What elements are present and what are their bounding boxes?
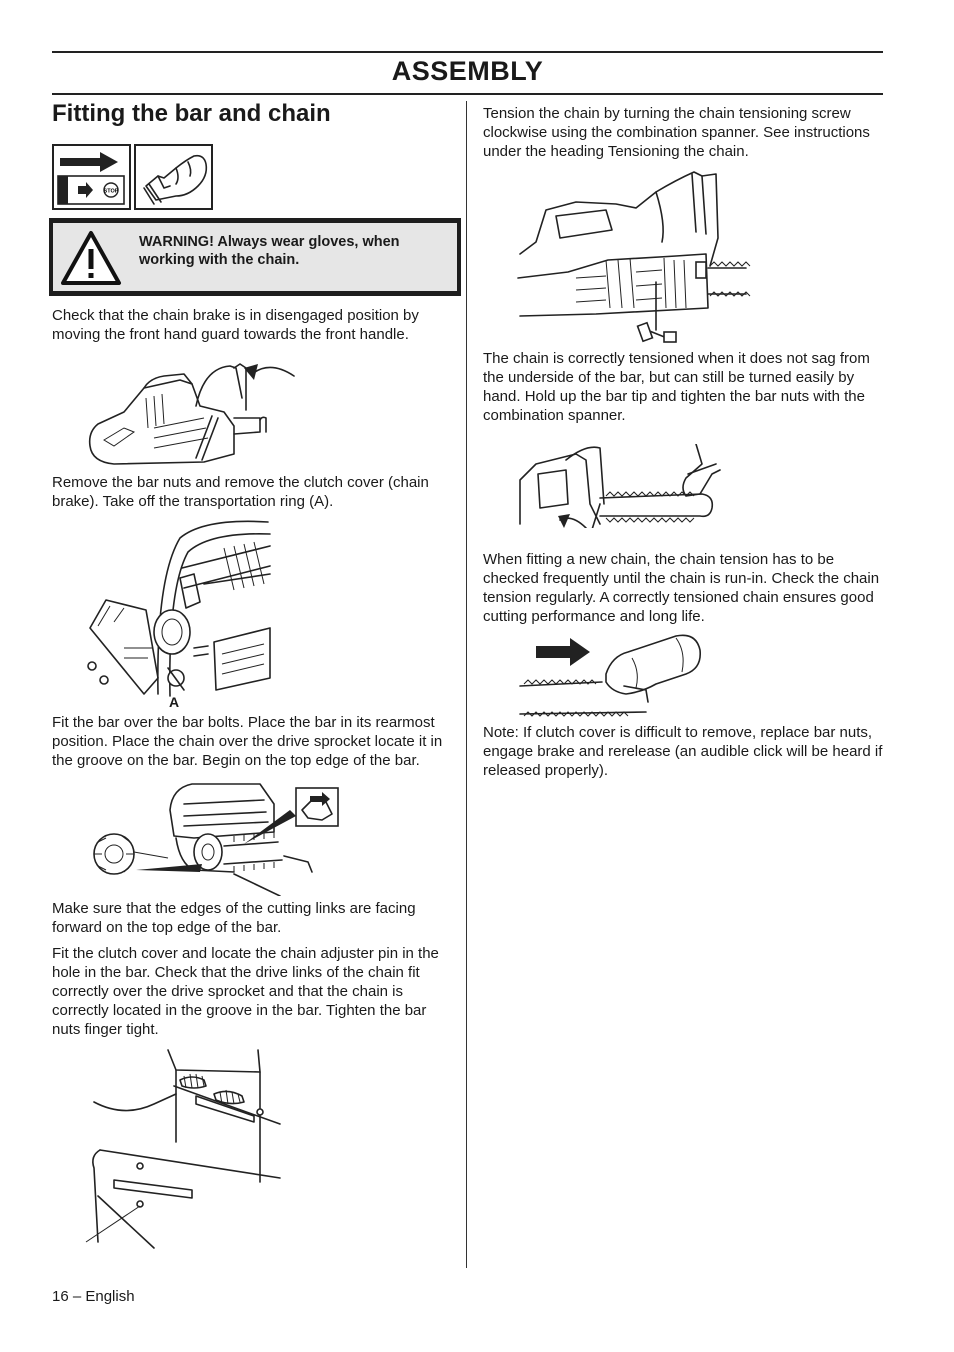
figure-hold-bar-tip <box>519 444 721 528</box>
section-title: Fitting the bar and chain <box>52 100 331 127</box>
paragraph-note: Note: If clutch cover is difficult to re… <box>483 724 883 779</box>
paragraph-correct-tension: The chain is correctly tensioned when it… <box>483 350 870 424</box>
warning-box: WARNING! Always wear gloves, when workin… <box>49 218 461 296</box>
paragraph-check-brake: Check that the chain brake is in disenga… <box>52 307 419 343</box>
figure-turn-chain <box>519 634 702 717</box>
paragraph-fit-bar: Fit the bar over the bar bolts. Place th… <box>52 714 443 769</box>
figure-clutch-cover <box>87 520 271 697</box>
figure-label-a: A <box>169 694 180 710</box>
figure-bar-bolts <box>85 1049 281 1249</box>
page-footer: 16 – English <box>52 1288 135 1305</box>
warning-triangle-icon <box>61 231 121 285</box>
stop-label: STOP <box>104 189 119 195</box>
warning-text: WARNING! Always wear gloves, when workin… <box>139 234 400 268</box>
page-title: ASSEMBLY <box>391 56 544 86</box>
chain-brake-icon: STOP <box>52 144 131 210</box>
paragraph-fit-clutch-cover: Fit the clutch cover and locate the chai… <box>52 945 439 1038</box>
header-rule-bottom <box>52 93 883 95</box>
figure-tension-screw <box>517 171 751 343</box>
paragraph-new-chain: When fitting a new chain, the chain tens… <box>483 551 880 625</box>
paragraph-cutting-links: Make sure that the edges of the cutting … <box>52 900 416 936</box>
column-divider <box>466 101 467 1268</box>
glove-icon <box>134 144 213 210</box>
paragraph-tension-chain: Tension the chain by turning the chain t… <box>483 105 870 160</box>
paragraph-remove-nuts: Remove the bar nuts and remove the clutc… <box>52 474 429 510</box>
header-rule-top <box>52 51 883 53</box>
figure-fit-chain <box>93 783 339 896</box>
figure-chain-brake <box>88 363 295 465</box>
